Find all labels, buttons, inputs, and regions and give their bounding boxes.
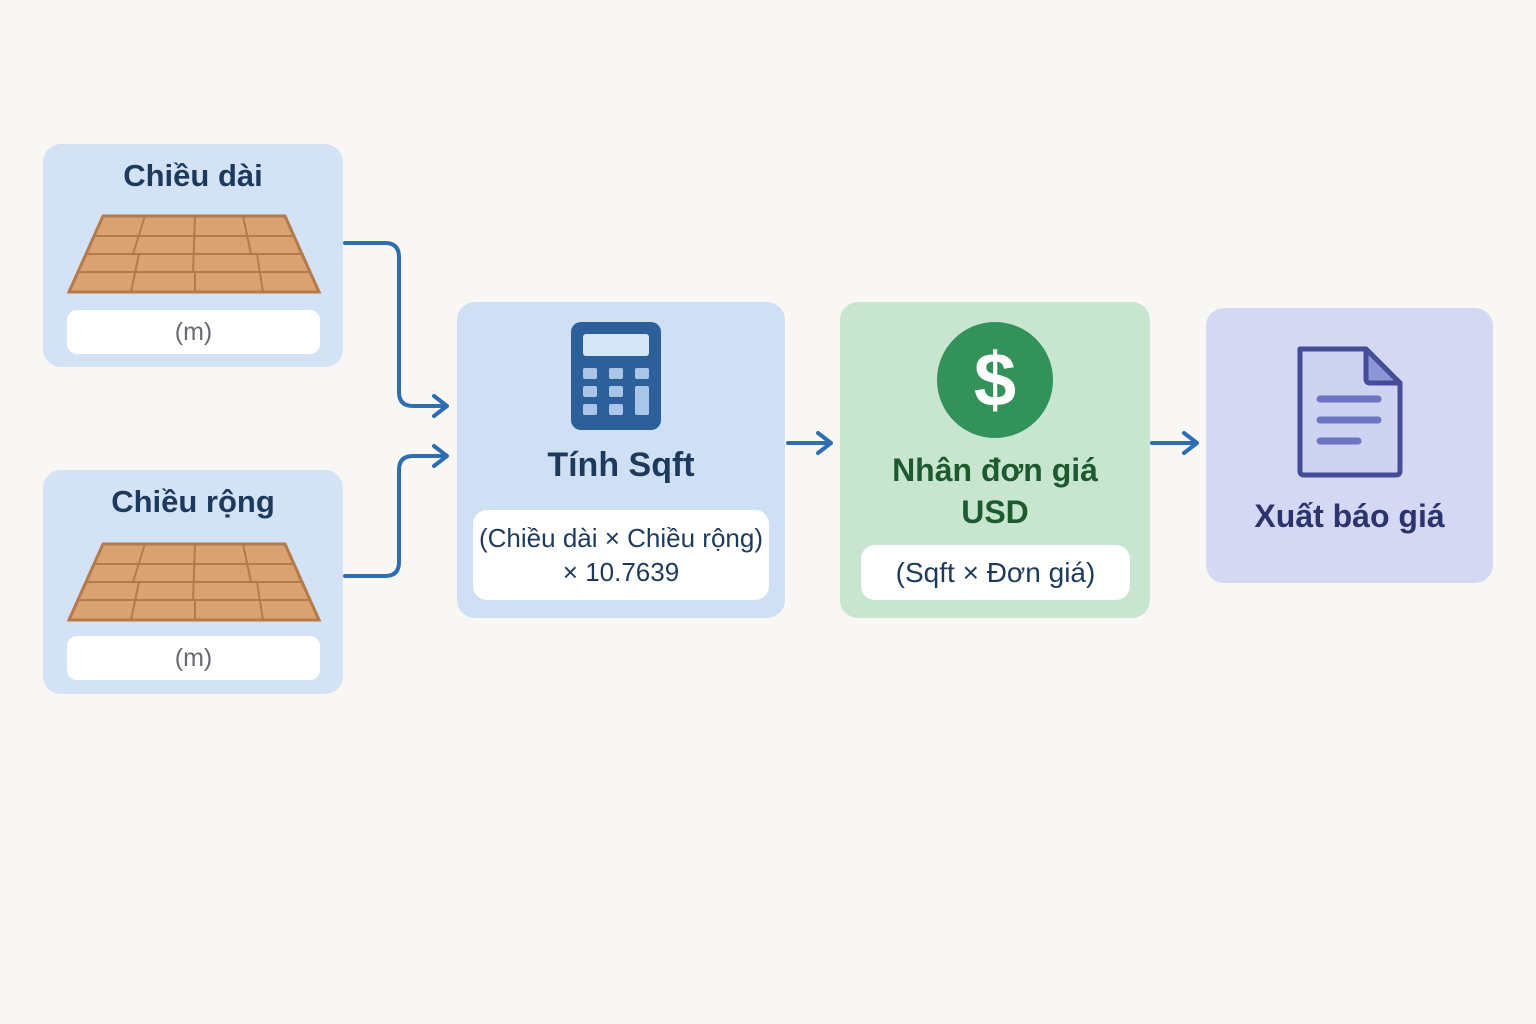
arrowhead-width [432,444,449,468]
arrowhead-length [432,394,449,418]
input-width-node: Chiều rộng (m) [43,470,343,694]
input-width-unit: (m) [67,636,320,680]
input-width-title: Chiều rộng [111,484,275,519]
calc-formula-box: (Chiều dài × Chiều rộng) × 10.7639 [473,510,769,600]
wood-floor-icon [67,214,321,294]
calc-formula-line1: (Chiều dài × Chiều rộng) [479,523,763,553]
arrowhead-calc-price [816,431,833,455]
wood-floor-icon [67,542,321,622]
input-length-unit: (m) [67,310,320,354]
input-length-node: Chiều dài (m) [43,144,343,367]
svg-text:$: $ [974,338,1016,423]
input-length-title: Chiều dài [123,158,263,193]
calc-sqft-node: Tính Sqft (Chiều dài × Chiều rộng) × 10.… [457,302,785,618]
export-title: Xuất báo giá [1254,498,1445,534]
document-icon [1297,346,1403,478]
export-quote-node: Xuất báo giá [1206,308,1493,583]
price-formula-box: (Sqft × Đơn giá) [861,545,1130,600]
calculator-icon [571,322,661,430]
price-title-line1: Nhân đơn giá [892,452,1098,488]
connector-length-to-calc [343,241,448,408]
connector-width-to-calc [343,454,448,578]
calc-formula-line2: × 10.7639 [562,557,680,587]
dollar-coin-icon: $ [937,322,1053,438]
multiply-price-node: $ Nhân đơn giá USD (Sqft × Đơn giá) [840,302,1150,618]
calc-title: Tính Sqft [547,446,695,484]
arrowhead-price-output [1182,431,1199,455]
price-title-line2: USD [961,494,1029,530]
